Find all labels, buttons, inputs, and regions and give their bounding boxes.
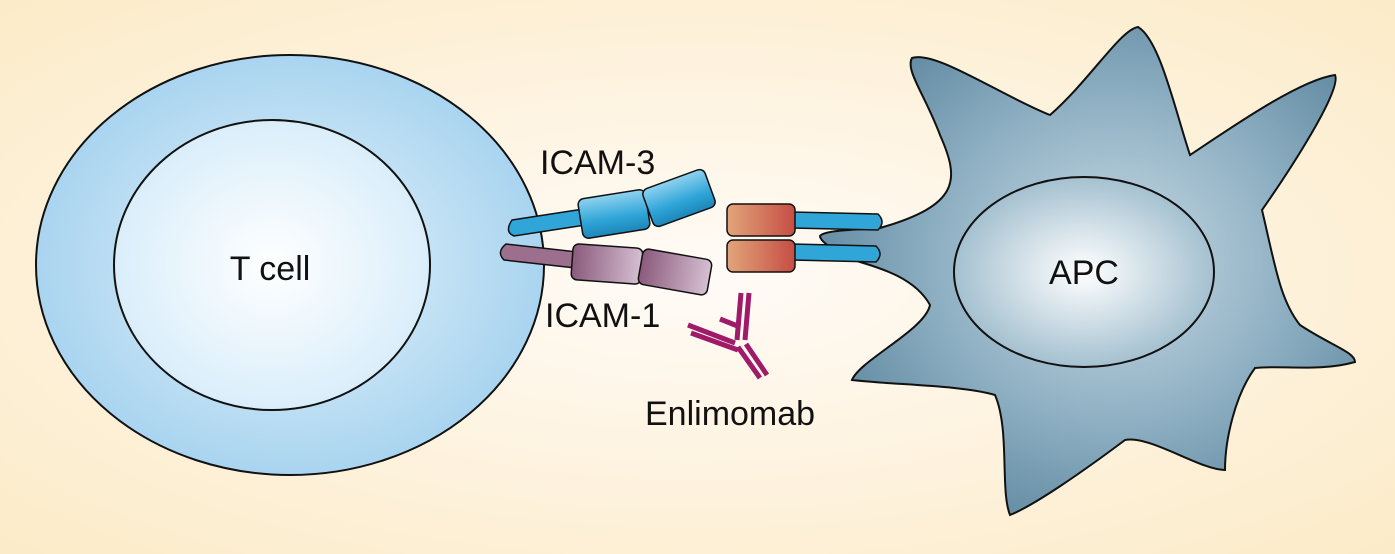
icam3-label: ICAM-3 <box>540 144 655 182</box>
icam1-label: ICAM-1 <box>545 297 660 335</box>
apc-receptor <box>726 203 883 273</box>
apc-receptor-domain-lower <box>726 239 796 273</box>
icam1-stalk <box>499 243 579 269</box>
icam1-molecule <box>499 243 713 296</box>
enlimomab-label: Enlimomab <box>645 395 815 433</box>
apc-receptor-domain-upper <box>726 203 796 237</box>
apc-receptor-stalk-upper <box>791 211 883 231</box>
enlimomab-antibody-icon <box>687 292 770 380</box>
apc-nucleus <box>953 176 1215 368</box>
apc-label: APC <box>1049 254 1119 292</box>
icam1-domain-1 <box>570 243 644 285</box>
t-cell-nucleus <box>113 119 431 411</box>
icam1-domain-2 <box>637 248 713 296</box>
apc-receptor-stalk-lower <box>791 243 881 263</box>
icam3-molecule <box>507 168 716 239</box>
t-cell-label: T cell <box>230 250 311 288</box>
icam3-domain-2 <box>642 168 716 228</box>
icam3-stalk <box>507 207 593 237</box>
